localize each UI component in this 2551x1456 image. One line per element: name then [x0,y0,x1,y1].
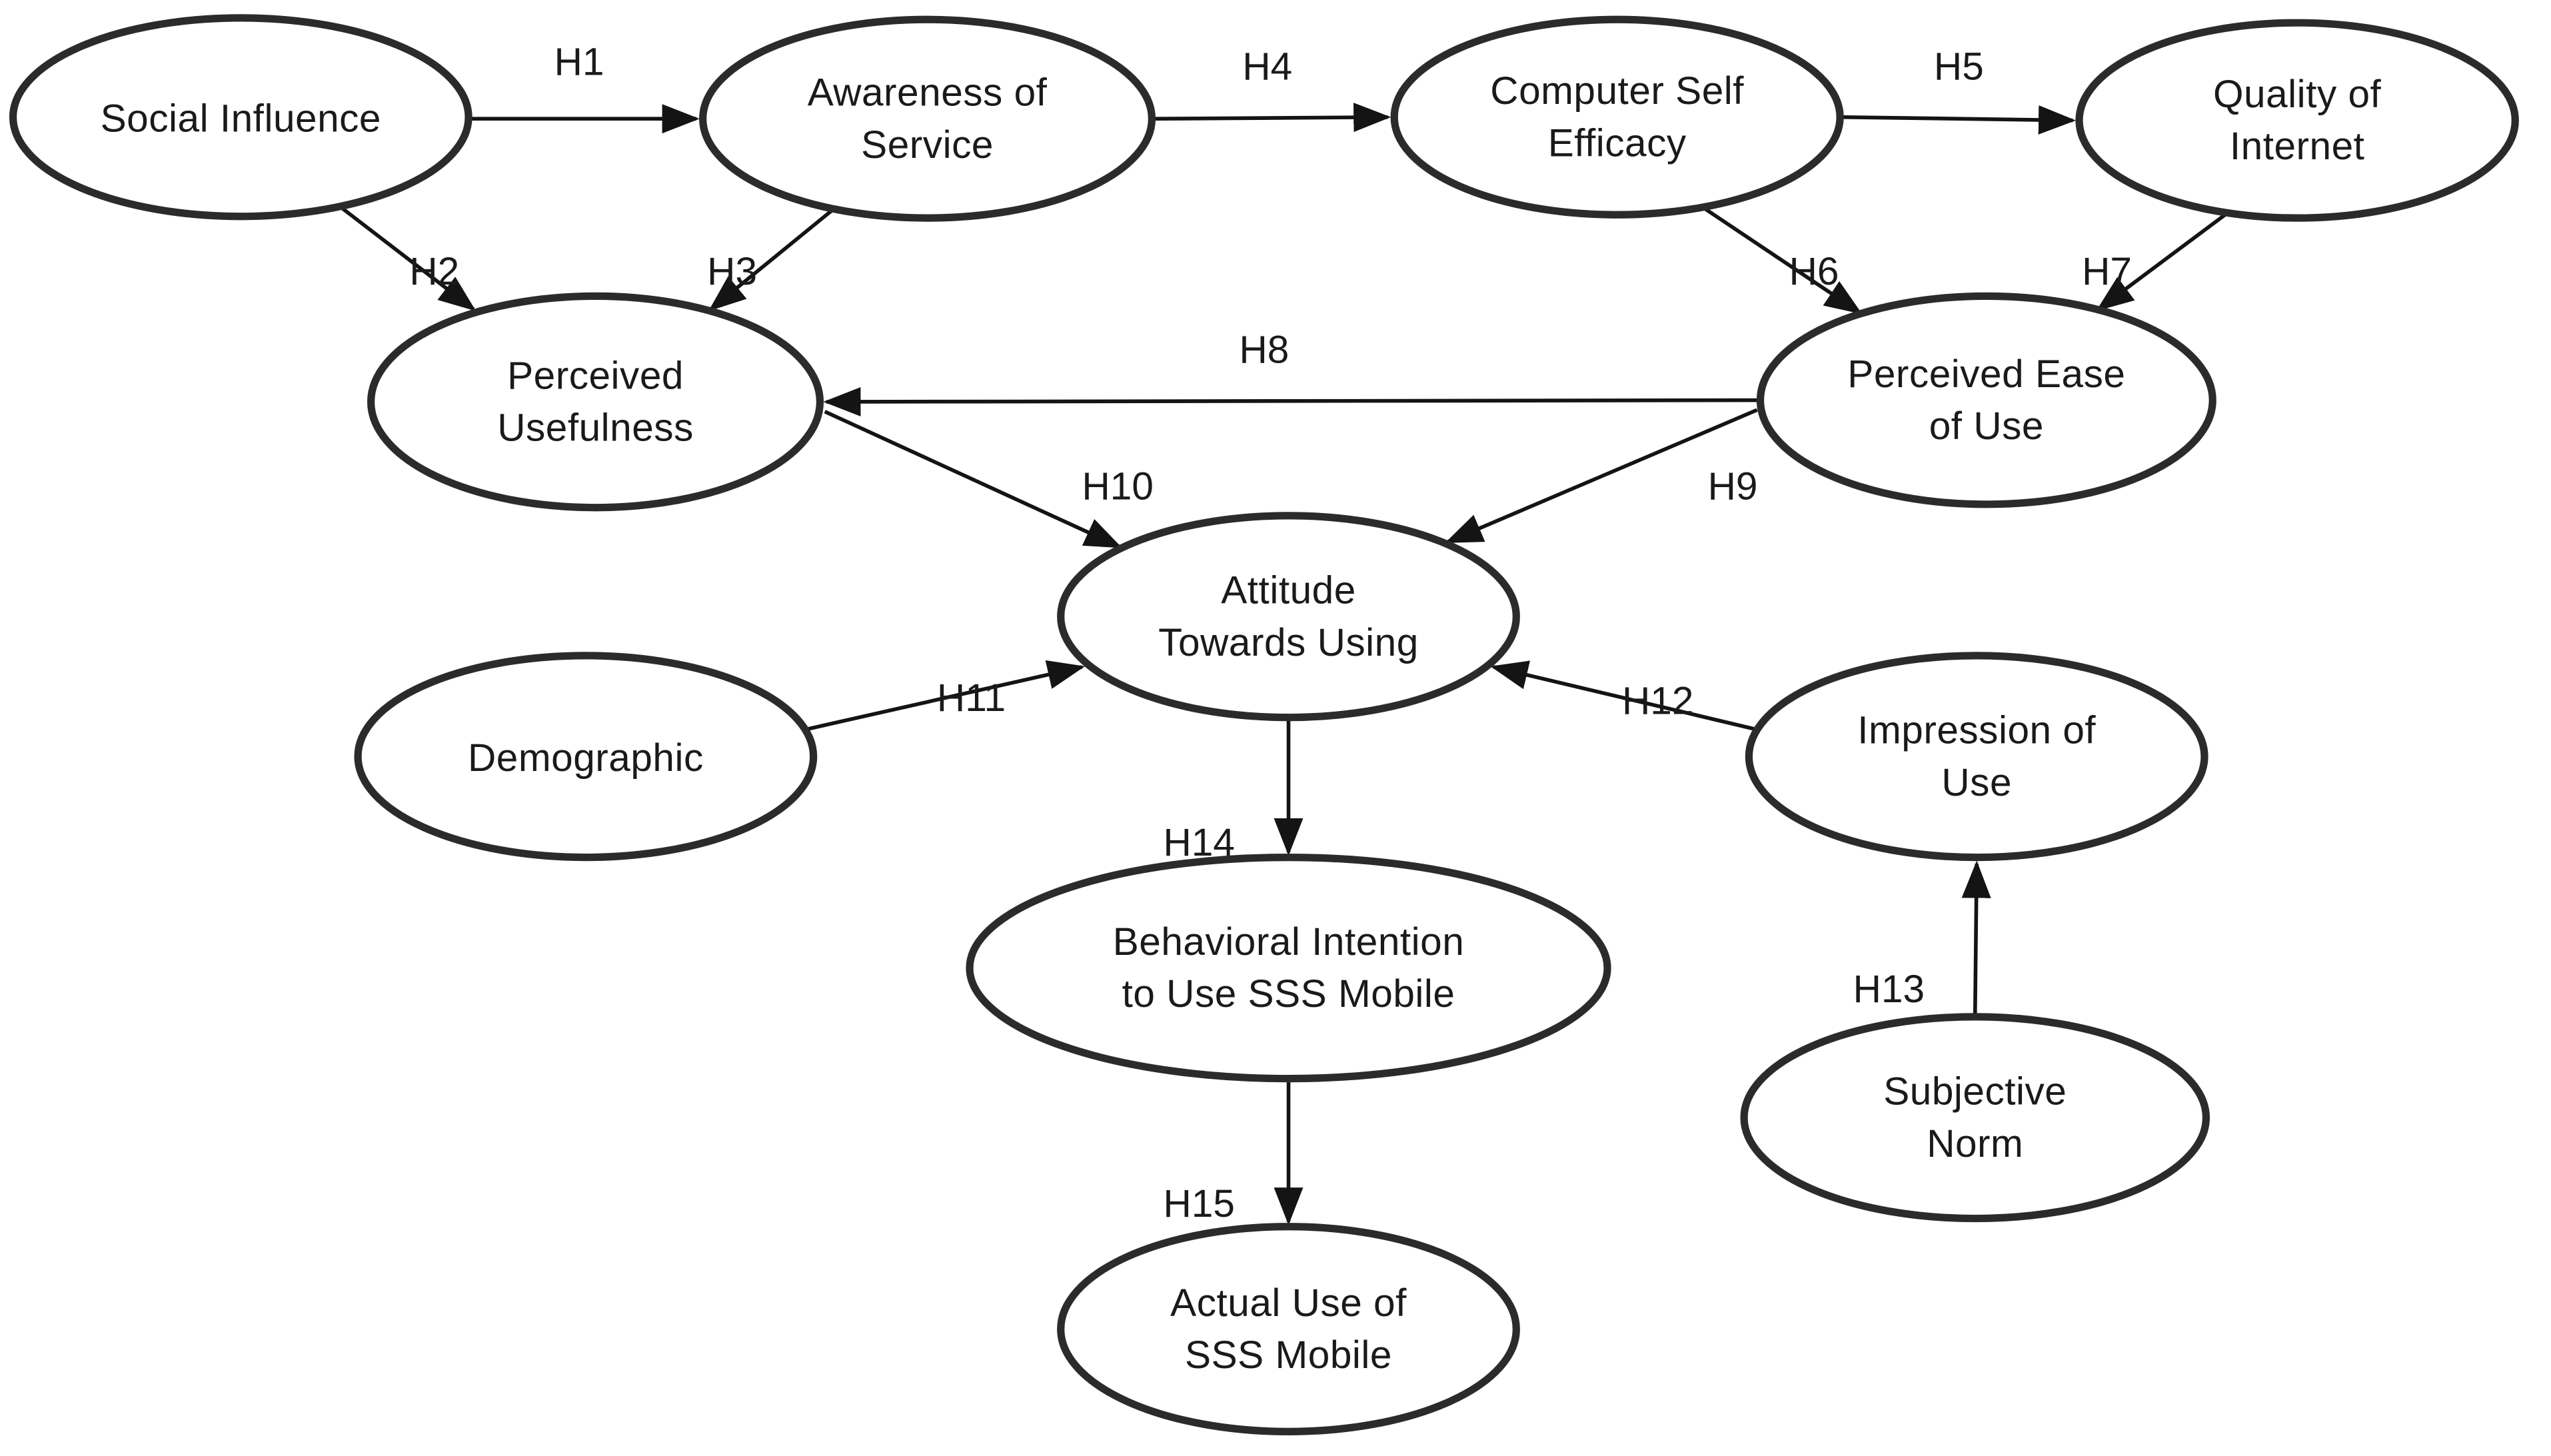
edge-h7-label: H7 [2082,250,2132,293]
edge-h3-label: H3 [707,250,757,293]
edge-h5-label: H5 [1934,45,1984,89]
node-subjective-norm-label-line2: Norm [1927,1122,2023,1165]
node-social-influence-ellipse [9,14,472,221]
edge-h15-label: H15 [1164,1182,1235,1225]
edge-h4-arrow [1155,103,1391,133]
node-perceived-usefulness-ellipse [367,292,824,512]
edge-h7-arrow [2096,211,2228,311]
node-quality-of-internet: Quality of Internet [2075,19,2519,222]
node-actual-use-ellipse [1057,1223,1520,1435]
edge-h10-arrow [824,410,1123,548]
node-quality-of-internet-label-line2: Internet [2230,125,2365,168]
edge-h2-label: H2 [409,250,459,293]
edge-h9-arrow [1445,408,1758,544]
node-impression-of-use-ellipse [1745,652,2208,862]
edge-h1-label: H1 [554,40,604,83]
node-actual-use-label-line2: SSS Mobile [1185,1333,1392,1377]
node-computer-self-efficacy-ellipse [1390,15,1844,219]
node-social-influence: Social Influence [9,14,472,221]
node-attitude-towards-using-label-line2: Towards Using [1158,621,1419,664]
node-attitude-towards-using-ellipse [1057,512,1520,722]
edge-h6-arrow [1701,205,1863,315]
node-awareness-of-service-label-line2: Service [861,123,994,167]
node-computer-self-efficacy-label-line1: Computer Self [1490,69,1744,113]
node-perceived-usefulness-label-line2: Usefulness [497,406,694,450]
node-perceived-usefulness: Perceived Usefulness [367,292,824,512]
node-attitude-towards-using-label-line1: Attitude [1221,569,1356,612]
edge-h9-label: H9 [1708,464,1758,508]
edge-h2-arrow [339,205,476,311]
node-group: Social Influence Awareness of Service Co… [9,14,2519,1435]
node-quality-of-internet-ellipse [2075,19,2519,222]
node-perceived-ease-of-use-label-line1: Perceived Ease [1847,353,2125,396]
node-attitude-towards-using: Attitude Towards Using [1057,512,1520,722]
edge-h3-arrow [708,207,836,311]
node-awareness-of-service-ellipse [699,15,1156,222]
node-awareness-of-service-label-line1: Awareness of [808,71,1048,115]
node-behavioral-intention-label-line2: to Use SSS Mobile [1122,972,1455,1016]
edge-h12-label: H12 [1622,680,1693,723]
edge-h13-label: H13 [1853,968,1925,1011]
node-behavioral-intention: Behavioral Intention to Use SSS Mobile [966,853,1611,1083]
edge-group: H1 H2 H3 H4 H5 H6 H7 H8 H9 H10 H11 [339,40,2228,1225]
node-impression-of-use-label-line1: Impression of [1857,709,2096,752]
node-demographic-label: Demographic [468,736,704,780]
node-subjective-norm-label-line1: Subjective [1883,1070,2067,1113]
node-social-influence-label: Social Influence [101,97,381,141]
edge-h11-arrow [808,660,1086,731]
node-subjective-norm-ellipse [1740,1013,2210,1223]
edge-h10-label: H10 [1082,464,1153,508]
node-perceived-ease-of-use: Perceived Ease of Use [1756,292,2216,508]
edge-h8-arrow [823,386,1757,416]
node-actual-use: Actual Use of SSS Mobile [1057,1223,1520,1435]
node-awareness-of-service: Awareness of Service [699,15,1156,222]
node-impression-of-use: Impression of Use [1745,652,2208,862]
edge-h4-label: H4 [1242,45,1292,89]
edge-h12-arrow [1490,660,1755,731]
edge-h11-label: H11 [937,676,1006,720]
node-behavioral-intention-ellipse [966,853,1611,1083]
node-perceived-ease-of-use-ellipse [1756,292,2216,508]
node-impression-of-use-label-line2: Use [1941,761,2012,804]
node-demographic: Demographic [354,652,818,862]
node-computer-self-efficacy-label-line2: Efficacy [1548,121,1687,165]
edge-h5-arrow [1843,105,2077,135]
node-subjective-norm: Subjective Norm [1740,1013,2210,1223]
node-demographic-ellipse [354,652,818,862]
node-computer-self-efficacy: Computer Self Efficacy [1390,15,1844,219]
node-perceived-ease-of-use-label-line2: of Use [1929,404,2044,448]
node-quality-of-internet-label-line1: Quality of [2213,73,2382,116]
edge-h6-label: H6 [1789,250,1839,293]
node-actual-use-label-line1: Actual Use of [1170,1281,1407,1325]
node-perceived-usefulness-label-line1: Perceived [507,354,684,397]
edge-h13-arrow [1961,860,1991,1016]
edge-h8-label: H8 [1239,328,1289,371]
node-behavioral-intention-label-line1: Behavioral Intention [1113,920,1465,964]
